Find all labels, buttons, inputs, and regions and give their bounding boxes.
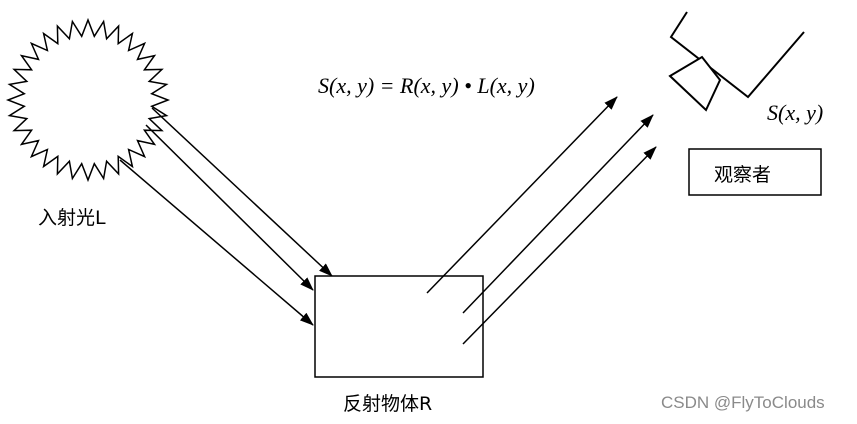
formula: S(x, y) = R(x, y) • L(x, y) bbox=[318, 73, 535, 98]
eye-icon bbox=[668, 11, 805, 112]
reflecting-object-label: 反射物体R bbox=[343, 393, 433, 415]
incident-ray-2 bbox=[145, 124, 314, 291]
observed-image-label: S(x, y) bbox=[767, 100, 824, 125]
incident-ray-1 bbox=[151, 107, 333, 277]
reflecting-object-box bbox=[314, 275, 484, 378]
observer-box bbox=[688, 148, 822, 196]
reflected-ray-3 bbox=[462, 146, 657, 345]
reflected-ray-2 bbox=[462, 114, 654, 314]
reflected-ray-1 bbox=[426, 96, 618, 294]
sun-icon bbox=[5, 17, 171, 183]
watermark: CSDN @FlyToClouds bbox=[661, 393, 825, 412]
observer-label: 观察者 bbox=[714, 164, 772, 186]
incident-ray-3 bbox=[119, 159, 314, 326]
incident-light-label: 入射光L bbox=[38, 207, 106, 229]
